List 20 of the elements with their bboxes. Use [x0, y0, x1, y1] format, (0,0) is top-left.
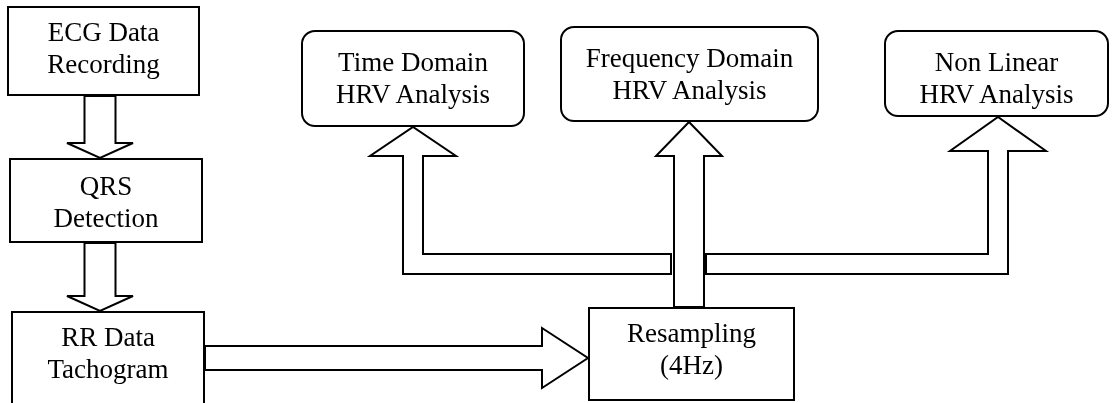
- block-arrow: [66, 242, 134, 313]
- box-label: ECG Data Recording: [46, 16, 161, 80]
- box-label: Non Linear HRV Analysis: [918, 46, 1075, 110]
- rounded-box: [560, 26, 819, 122]
- rounded-box: [301, 30, 525, 127]
- box-label: Time Domain HRV Analysis: [334, 46, 492, 110]
- box-label: RR Data Tachogram: [46, 321, 170, 385]
- process-box: [7, 6, 200, 96]
- box-label: Frequency Domain HRV Analysis: [584, 42, 795, 106]
- box-label: Resampling (4Hz): [626, 317, 757, 381]
- process-box: [11, 311, 205, 403]
- block-arrow: [366, 125, 672, 275]
- process-box: [9, 158, 203, 243]
- block-arrow: [66, 95, 134, 160]
- block-arrow: [705, 115, 1050, 275]
- box-label: QRS Detection: [52, 170, 160, 234]
- process-box: [588, 307, 795, 401]
- block-arrow: [204, 326, 590, 390]
- block-arrow: [653, 120, 725, 308]
- rounded-box: [884, 30, 1109, 117]
